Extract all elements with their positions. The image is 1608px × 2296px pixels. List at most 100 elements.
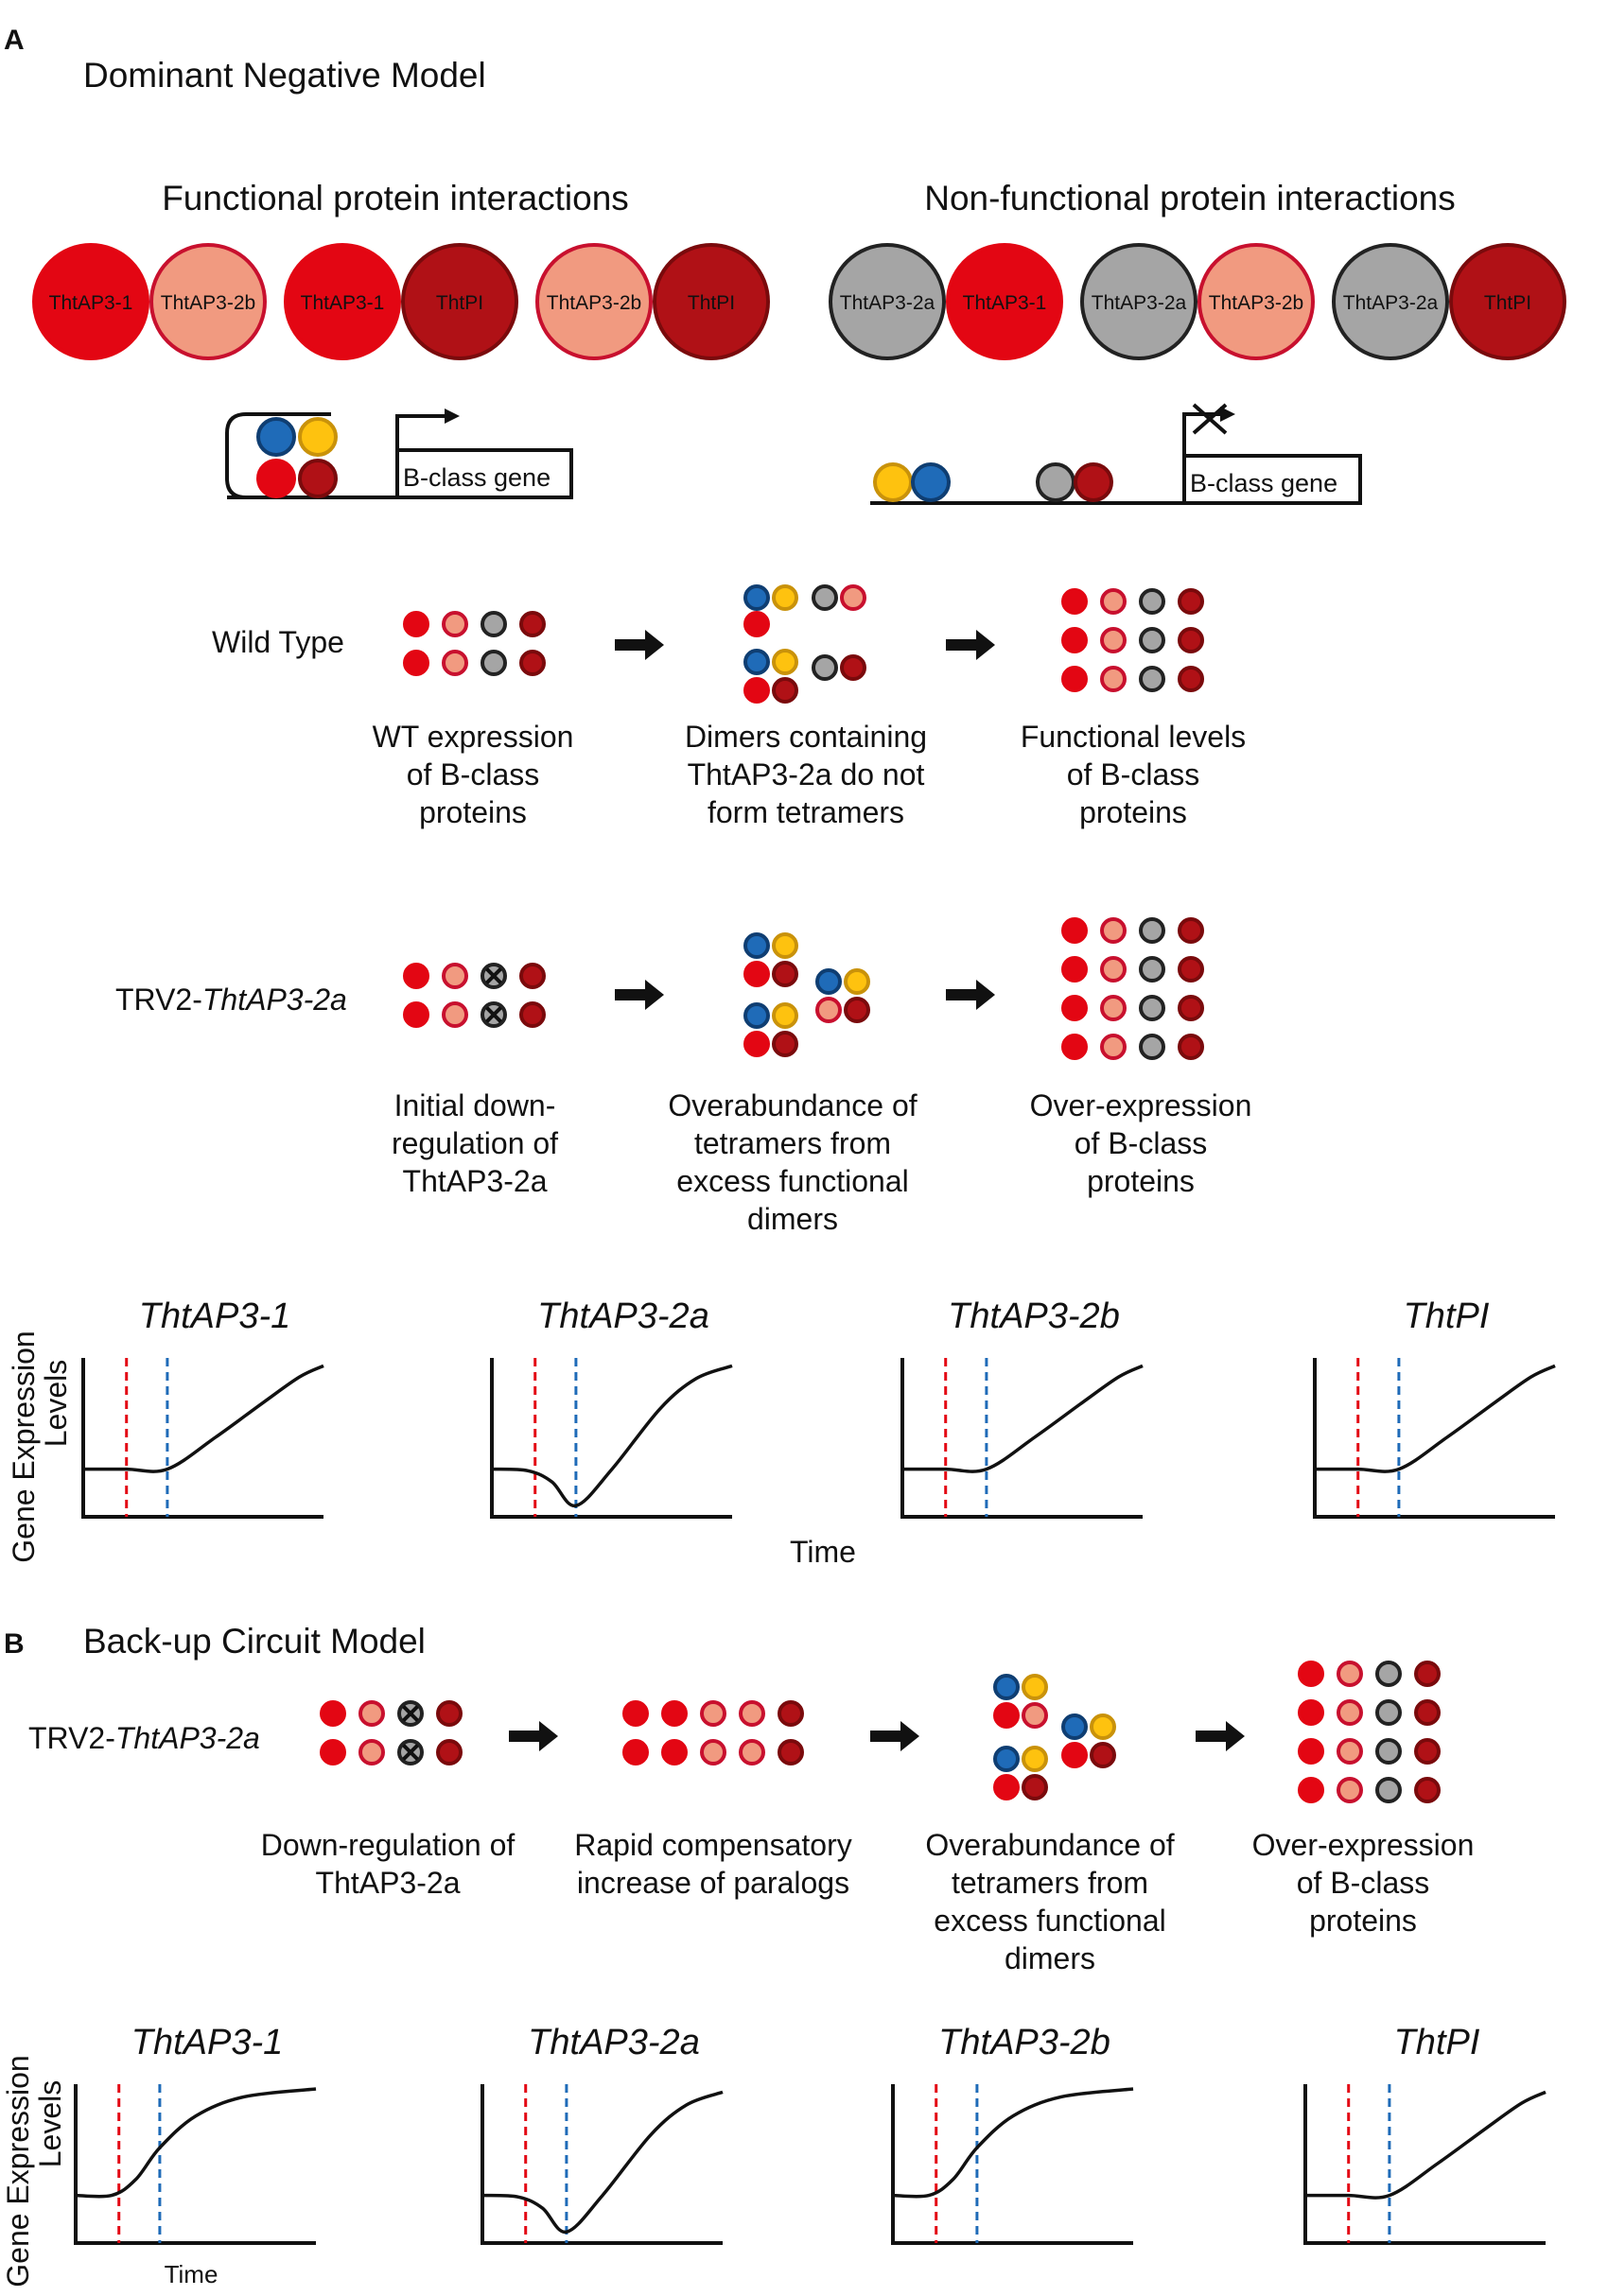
- ap3-2b-circle: [442, 611, 468, 637]
- yellow-protein-circle: [298, 417, 338, 457]
- caption-line: tetramers from: [694, 1126, 891, 1160]
- ap3-2b-circle: [1022, 1702, 1048, 1729]
- functional-heading: Functional protein interactions: [162, 179, 629, 217]
- knockdown-cross-icon: [485, 1006, 502, 1023]
- ap3-2b-large-circle: [1197, 243, 1315, 360]
- ap3-1-circle: [1298, 1661, 1324, 1687]
- pi-circle: [772, 1031, 798, 1057]
- ap3-1-circle: [622, 1739, 649, 1765]
- pi-circle: [1178, 956, 1204, 983]
- pi-circle: [1178, 666, 1204, 692]
- pi-circle: [772, 677, 798, 704]
- trv-label-b: TRV2-ThtAP3-2a: [28, 1721, 260, 1755]
- caption-line: dimers: [1005, 1941, 1095, 1975]
- plot-axes: [490, 1358, 732, 1519]
- protein-name-label: ThtAP3-2a: [840, 292, 935, 314]
- panel-b-xlabel: Time: [165, 2260, 218, 2288]
- panel-a-title: Dominant Negative Model: [83, 56, 486, 95]
- caption-line: Rapid compensatory: [574, 1828, 851, 1862]
- panel-b-letter: B: [4, 1628, 25, 1660]
- tss-arrow-stem-right: [1182, 412, 1220, 456]
- ap3-1-circle: [622, 1700, 649, 1727]
- pi-circle: [1022, 1774, 1048, 1800]
- nonfunctional-heading: Non-functional protein interactions: [924, 179, 1456, 217]
- blue-protein-circle: [911, 462, 951, 502]
- panel-a-letter: A: [4, 25, 25, 56]
- ap3-2a-circle: [1375, 1699, 1402, 1726]
- caption-line: of B-class: [1297, 1866, 1429, 1900]
- ap3-1-circle: [743, 677, 770, 704]
- yellow-protein-circle: [772, 649, 798, 675]
- blue-protein-circle: [815, 968, 842, 995]
- ap3-1-circle: [1298, 1738, 1324, 1765]
- ap3-2a-circle: [812, 584, 838, 611]
- pi-circle: [1414, 1661, 1441, 1687]
- tss-arrow-stem: [395, 414, 445, 450]
- pi-circle: [519, 1001, 546, 1028]
- protein-name-label: ThtAP3-2a: [1092, 292, 1187, 314]
- protein-name-label: ThtPI: [436, 292, 483, 314]
- pi-circle: [436, 1739, 463, 1765]
- expression-curve: [83, 1364, 324, 1473]
- caption-line: ThtAP3-2a do not: [688, 757, 925, 791]
- pi-large-circle: [401, 243, 518, 360]
- yellow-protein-circle: [772, 1002, 798, 1029]
- plot-axes: [481, 2084, 723, 2245]
- plot-title: ThtAP3-2a: [528, 2023, 700, 2062]
- expression-curve: [902, 1364, 1144, 1473]
- ap3-1-circle: [1061, 1742, 1088, 1768]
- blue-protein-circle: [256, 417, 296, 457]
- caption-line: excess functional: [676, 1164, 908, 1198]
- ap3-1-circle: [1061, 917, 1088, 944]
- ap3-1-circle: [1061, 588, 1088, 615]
- ap3-2b-circle: [1100, 956, 1127, 983]
- yellow-protein-circle: [1022, 1746, 1048, 1772]
- pi-large-circle: [1449, 243, 1566, 360]
- expression-curve: [1304, 2090, 1547, 2200]
- plot-axes: [900, 1358, 1143, 1519]
- gene-label-right: B-class gene: [1190, 469, 1337, 497]
- plot-title: ThtAP3-2b: [938, 2023, 1110, 2062]
- ap3-2b-circle: [1100, 666, 1127, 692]
- pi-circle: [1414, 1738, 1441, 1765]
- caption-line: proteins: [1309, 1904, 1417, 1938]
- ap3-2b-circle: [840, 584, 866, 611]
- ap3-2b-circle: [1337, 1699, 1363, 1726]
- ap3-2b-circle: [700, 1700, 726, 1727]
- yellow-protein-circle: [844, 968, 870, 995]
- ap3-1-circle: [1061, 995, 1088, 1021]
- panel-a-ylabel-line1: Gene Expression: [7, 1331, 41, 1562]
- ap3-2a-circle: [481, 611, 507, 637]
- caption-line: Over-expression: [1252, 1828, 1475, 1862]
- plot-axes: [74, 2084, 316, 2245]
- caption-line: Initial down-: [394, 1088, 556, 1122]
- ap3-1-circle: [403, 611, 429, 637]
- right-arrow-icon: [615, 630, 664, 660]
- expression-curve: [1315, 1364, 1556, 1473]
- ap3-1-circle: [993, 1702, 1020, 1729]
- ap3-2b-large-circle: [535, 243, 653, 360]
- ap3-1-circle: [403, 963, 429, 989]
- ap3-2b-circle: [442, 963, 468, 989]
- caption-line: dimers: [747, 1202, 838, 1236]
- panel-a-ylabel-line2: Levels: [39, 1360, 73, 1448]
- yellow-protein-circle: [1022, 1674, 1048, 1700]
- pi-circle: [1178, 627, 1204, 653]
- protein-name-label: ThtAP3-1: [301, 292, 385, 314]
- ap3-2b-circle: [1100, 995, 1127, 1021]
- caption-line: of B-class: [1067, 757, 1199, 791]
- ap3-2a-circle: [1139, 956, 1165, 983]
- ap3-1-circle: [743, 611, 770, 637]
- pi-circle: [844, 997, 870, 1023]
- caption-line: Functional levels: [1021, 720, 1246, 754]
- protein-name-label: ThtAP3-1: [49, 292, 133, 314]
- plot-title: ThtAP3-2a: [537, 1296, 709, 1336]
- tss-arrow-head: [445, 409, 460, 424]
- plot-title: ThtAP3-1: [131, 2023, 284, 2062]
- caption-line: Down-regulation of: [261, 1828, 516, 1862]
- protein-name-label: ThtAP3-2b: [161, 292, 255, 314]
- right-arrow-icon: [509, 1721, 558, 1751]
